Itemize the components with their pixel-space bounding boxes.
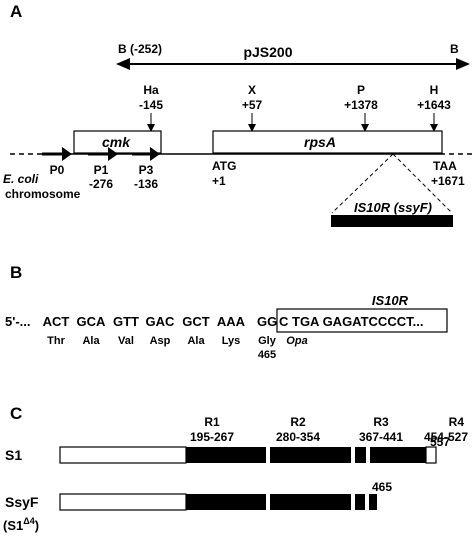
s1-label: S1: [5, 447, 22, 463]
promoter-p0-arrow: [42, 147, 72, 161]
site-x-name: X: [248, 83, 256, 97]
promoter-p3-arrow: [132, 147, 160, 161]
aa-3: Val: [118, 335, 134, 347]
start-codon-label: ATG: [212, 159, 236, 173]
aa-gly-position: 465: [258, 349, 276, 361]
aa-6: Lys: [222, 335, 241, 347]
ssyf-alt-name-sup: Δ4: [23, 516, 34, 526]
promoter-p3-label: P3: [139, 163, 154, 177]
ssyf-length: 465: [372, 480, 392, 494]
insertion-element-bar: [331, 215, 453, 227]
ssyf-label: SsyF: [5, 494, 39, 510]
s1-length: 557: [430, 435, 450, 449]
opa-label: Opa: [286, 335, 307, 347]
boxed-sequence: C TGA GAGATCCCCT...: [279, 314, 423, 329]
gene-cmk-label: cmk: [102, 134, 131, 150]
panel-a-label: A: [10, 2, 22, 21]
stop-codon-label: TAA: [433, 159, 457, 173]
site-p-pos: +1378: [344, 98, 378, 112]
ssyf-alt-name: (S1Δ4): [3, 516, 39, 533]
chromosome-label-line2: chromosome: [5, 187, 81, 201]
plasmid-right-end: B: [450, 42, 459, 56]
panel-c-label: C: [10, 404, 22, 423]
repeat-r2-name: R2: [290, 415, 306, 429]
insertion-dash-left: [331, 153, 394, 214]
repeat-r4-name: R4: [449, 415, 465, 429]
plasmid-left-end: B (-252): [118, 42, 162, 56]
promoter-p3-pos: -136: [134, 177, 158, 191]
pjs200-range-arrow: [116, 58, 470, 70]
codon-6: AAA: [217, 314, 246, 329]
is10r-sequence-box: [276, 308, 448, 333]
repeat-r3-range: 367-441: [359, 430, 403, 444]
codon-1: ACT: [43, 314, 70, 329]
s1-repeat-r4-block: [370, 447, 426, 463]
site-ha-pos: -145: [139, 98, 163, 112]
repeat-r4-range: 454-527: [424, 430, 468, 444]
gene-rpsa-box: [212, 130, 443, 154]
promoter-p1-arrow: [88, 147, 118, 161]
s1-c-terminal-tail: [425, 446, 437, 464]
site-h-name: H: [430, 83, 439, 97]
plasmid-name: pJS200: [243, 44, 292, 60]
codon-gg: GG: [257, 314, 277, 329]
s1-repeat-r3-end: [355, 447, 366, 463]
aa-gly: Gly: [258, 335, 277, 347]
site-h-pos: +1643: [417, 98, 451, 112]
codon-2: GCA: [77, 314, 107, 329]
aa-4: Asp: [150, 335, 171, 347]
is10r-label: IS10R: [372, 293, 409, 308]
site-ha-name: Ha: [143, 83, 159, 97]
site-p-name: P: [357, 83, 365, 97]
promoter-p1-pos: -276: [89, 177, 113, 191]
repeat-r1-name: R1: [204, 415, 220, 429]
s1-protein-bar: [59, 446, 437, 464]
chromosome-label-line1: E. coli: [3, 172, 39, 186]
ssyf-protein-bar: [59, 493, 377, 511]
aa-1: Thr: [47, 335, 65, 347]
start-codon-pos: +1: [212, 174, 226, 188]
aa-2: Ala: [82, 335, 100, 347]
sequence-prefix: 5'-...: [5, 314, 31, 329]
repeat-r1-range: 195-267: [190, 430, 234, 444]
aa-5: Ala: [187, 335, 205, 347]
promoter-p1-label: P1: [94, 163, 109, 177]
repeat-r2-range: 280-354: [276, 430, 320, 444]
ssyf-alt-name-main: (S1: [3, 518, 23, 533]
insertion-label: IS10R (ssyF): [354, 200, 432, 215]
site-x-pos: +57: [242, 98, 263, 112]
gene-cmk-box: [73, 130, 162, 154]
repeat-r3-name: R3: [373, 415, 389, 429]
gene-rpsa-label: rpsA: [304, 134, 336, 150]
panel-b-label: B: [10, 263, 22, 282]
codon-3: GTT: [113, 314, 139, 329]
codon-5: GCT: [182, 314, 210, 329]
ssyf-alt-name-close: ): [35, 518, 39, 533]
codon-4: GAC: [146, 314, 176, 329]
stop-codon-pos: +1671: [431, 174, 465, 188]
promoter-p0-label: P0: [50, 163, 65, 177]
